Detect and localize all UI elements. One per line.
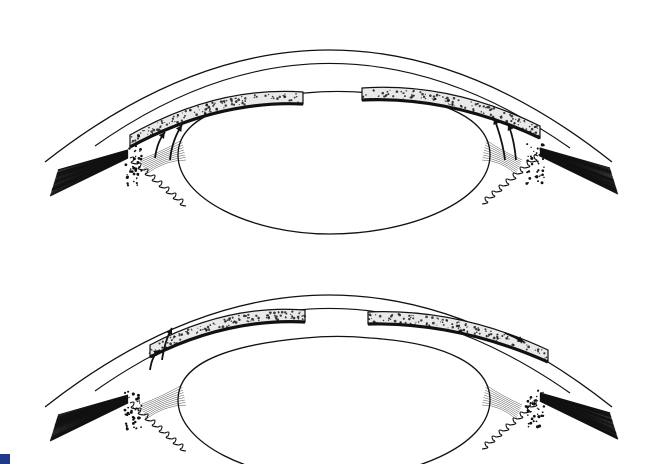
panel-top [45,50,618,234]
flow-arrow-icon-4 [508,124,516,160]
lens [178,337,490,464]
flow-arrow-icon-1 [155,132,165,158]
panel-bottom [45,295,618,464]
ciliary-body-right-icon [482,390,618,449]
ciliary-body-left-icon [50,391,186,451]
lens [178,92,490,235]
